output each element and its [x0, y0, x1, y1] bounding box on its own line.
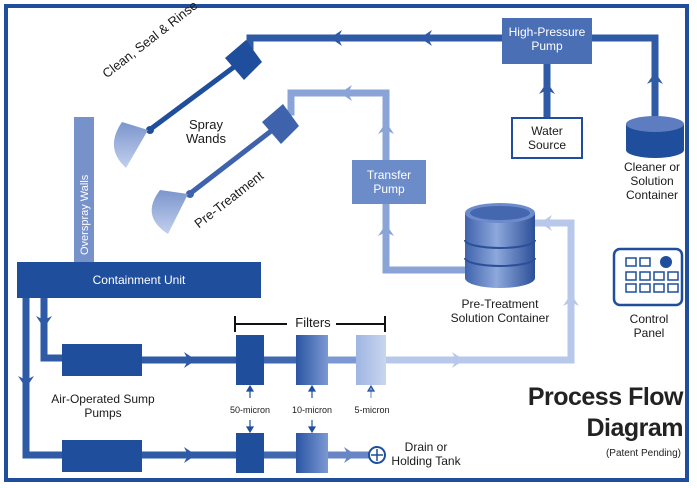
- drain-label: Drain or Holding Tank: [391, 440, 461, 468]
- transfer-pump-box: [352, 160, 426, 204]
- filter-50-row2: [236, 433, 264, 473]
- transfer-pump-label: Transfer Pump: [366, 168, 412, 196]
- micron-5-label: 5-micron: [354, 405, 390, 415]
- control-panel-label: Control Panel: [629, 312, 669, 340]
- sump-pump-2: [62, 440, 142, 472]
- sump-pump-1: [62, 344, 142, 376]
- control-panel-icon: [612, 247, 684, 307]
- cleaner-container-label: Cleaner or Solution Container: [623, 160, 681, 202]
- spray-nozzle-icon-clean: [113, 40, 262, 168]
- diagram-border: [4, 4, 689, 482]
- pipe-hp-to-cleaner: [588, 34, 659, 124]
- micron-arrows: [245, 384, 376, 434]
- micron-50-label: 50-micron: [229, 405, 270, 415]
- high-pressure-pump-box: [502, 18, 592, 64]
- containment-unit-label: Containment Unit: [92, 273, 186, 287]
- filter-10-row2: [296, 433, 328, 473]
- pipe-barrel-to-transfer: [382, 201, 474, 274]
- drain-icon: [368, 446, 386, 464]
- water-source-box: [511, 117, 583, 159]
- spray-nozzle-icon-pretreat: [151, 104, 299, 234]
- overspray-wall: [74, 117, 94, 265]
- pretreatment-container-label: Pre-Treatment Solution Container: [450, 297, 550, 325]
- subtitle: (Patent Pending): [605, 448, 681, 459]
- containment-unit-box: [17, 262, 261, 298]
- spray-wands-label: Spray Wands: [186, 117, 226, 146]
- pipe-transfer-to-wand: [287, 89, 390, 164]
- filter-50-row1: [236, 335, 264, 385]
- filters-bracket: [234, 316, 386, 332]
- flow-arrows: [18, 30, 663, 463]
- title-line-1: Process Flow: [527, 383, 684, 411]
- filter-10-row1: [296, 335, 328, 385]
- pipe-hp-to-clean-wand: [246, 34, 506, 56]
- sump-pumps-label: Air-Operated Sump Pumps: [51, 392, 155, 420]
- barrel-icon: [464, 203, 536, 288]
- pipe-containment-to-pump2: [22, 264, 66, 459]
- overspray-walls-label: Overspray Walls: [79, 174, 91, 255]
- pipe-filters-to-barrel: [381, 219, 575, 364]
- water-source-label: Water Source: [527, 124, 567, 152]
- title-line-2: Diagram: [586, 414, 683, 442]
- cleaner-container-icon: [626, 116, 684, 158]
- high-pressure-pump-label: High-Pressure Pump: [508, 25, 586, 53]
- filters-label: Filters: [295, 315, 331, 330]
- filter-5-row1: [356, 335, 386, 385]
- micron-10-label: 10-micron: [291, 405, 332, 415]
